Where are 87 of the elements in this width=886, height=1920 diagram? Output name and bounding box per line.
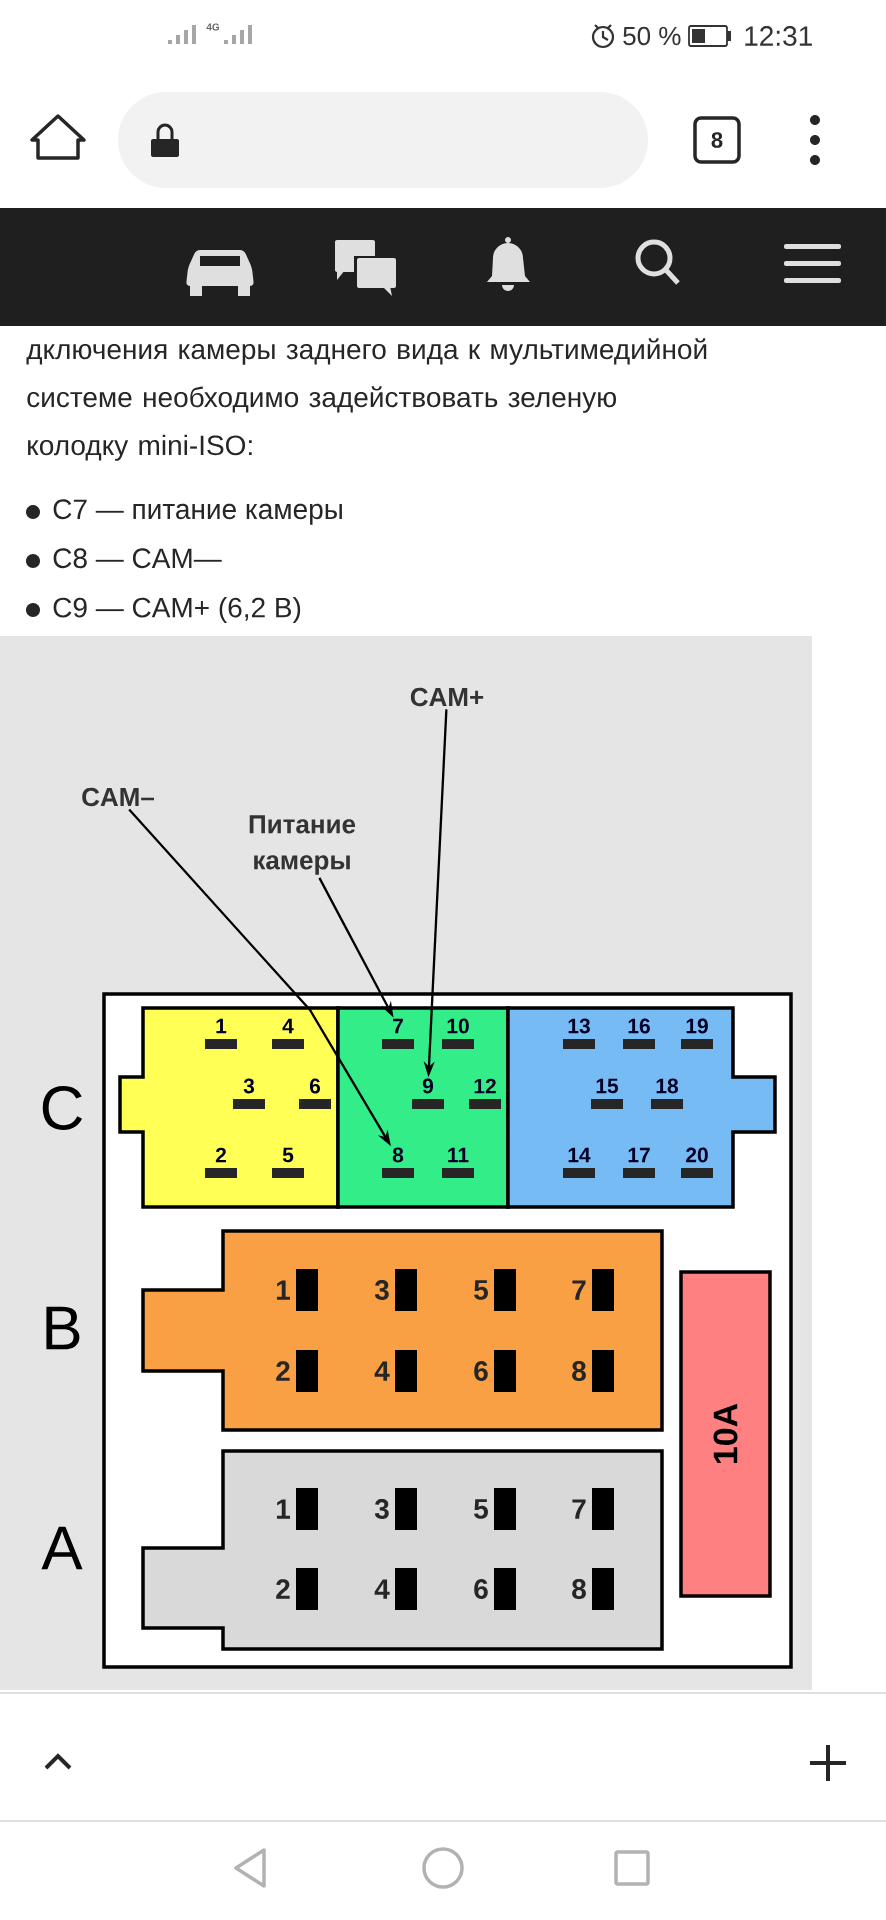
- node-label: 5: [282, 1147, 294, 1163]
- node-label: 8: [392, 1147, 404, 1163]
- pin: 20: [681, 1147, 713, 1178]
- node-label: 6: [309, 1078, 321, 1094]
- pin: 7: [572, 1269, 614, 1311]
- node-label: 11: [448, 1147, 469, 1163]
- node-label: 4: [282, 1018, 294, 1034]
- node-label: 14: [568, 1147, 591, 1163]
- pin: 6: [299, 1078, 331, 1109]
- pin: 5: [272, 1147, 304, 1178]
- status-text: 12:31: [745, 26, 812, 46]
- pin: 11: [442, 1147, 474, 1178]
- node-label: 6: [474, 1361, 488, 1381]
- node-label: 7: [572, 1280, 586, 1300]
- bullet-item: C9 — CAM+ (6,2 В): [26, 597, 301, 624]
- node-label: 1: [216, 1018, 227, 1034]
- pin: 8: [572, 1568, 614, 1610]
- node-label: 7: [572, 1499, 586, 1519]
- pin: 3: [374, 1269, 417, 1311]
- node-label: 4: [374, 1361, 390, 1381]
- callout-text: CAM–: [82, 787, 154, 807]
- node-label: 6: [474, 1579, 488, 1599]
- paragraph: дключения камеры заднего вида к мультимедийной системе необходимо задействовать зеленую колодку mini-ISO:: [26, 338, 707, 461]
- callout-text: CAM+: [410, 687, 484, 707]
- bullet-item: C7 — питание камеры: [26, 499, 342, 525]
- pin: 9: [412, 1078, 444, 1109]
- pin: 1: [276, 1269, 318, 1311]
- bullet-item: C8 — CAM—: [26, 548, 222, 569]
- row-letter: A: [41, 1526, 83, 1570]
- pin: 4: [272, 1018, 304, 1049]
- pin: 4: [374, 1568, 417, 1610]
- pin: 7: [572, 1488, 614, 1530]
- node-label: 12: [474, 1078, 496, 1094]
- pin: 14: [563, 1147, 595, 1178]
- network-type: 4G: [206, 23, 220, 31]
- tab-count-button: 8: [693, 116, 741, 164]
- pin: 12: [469, 1078, 501, 1109]
- pin: 10: [442, 1018, 474, 1049]
- pin: 1: [276, 1488, 318, 1530]
- node-label: 10: [447, 1018, 469, 1034]
- pin: 18: [651, 1078, 683, 1109]
- pin: 2: [276, 1568, 318, 1610]
- callout-text: Питание камеры: [249, 815, 356, 875]
- node-label: 1: [276, 1280, 290, 1300]
- node-label: 8: [572, 1579, 586, 1599]
- node-label: 19: [686, 1018, 708, 1034]
- node-label: 2: [276, 1579, 290, 1599]
- pin: 4: [374, 1350, 417, 1392]
- node-label: 17: [628, 1147, 650, 1163]
- node-label: 5: [474, 1499, 488, 1519]
- node-label: 4: [374, 1579, 390, 1599]
- pin: 16: [623, 1018, 655, 1049]
- node-label: 16: [628, 1018, 650, 1034]
- pin: 6: [474, 1350, 516, 1392]
- row-letter: B: [46, 1306, 80, 1350]
- pin: 5: [474, 1269, 516, 1311]
- node-label: 7: [393, 1018, 403, 1034]
- node-label: 1: [276, 1499, 290, 1519]
- node-label: 3: [374, 1280, 389, 1300]
- node-label: 2: [276, 1361, 290, 1381]
- node-label: 3: [374, 1499, 389, 1519]
- pin: 3: [374, 1488, 417, 1530]
- status-text: 50 %: [623, 26, 681, 46]
- node-label: 2: [215, 1147, 226, 1163]
- pin: 1: [205, 1018, 237, 1049]
- pin: 3: [233, 1078, 265, 1109]
- node-label: 20: [686, 1147, 708, 1163]
- pin: 15: [591, 1078, 623, 1109]
- row-letter: C: [42, 1086, 82, 1130]
- pin: 7: [382, 1018, 414, 1049]
- node-label: 15: [596, 1078, 619, 1094]
- pin: 6: [474, 1568, 516, 1610]
- fuse: 10A: [679, 1270, 772, 1598]
- node-label: 9: [422, 1078, 434, 1094]
- node-label: 5: [474, 1280, 488, 1300]
- pin: 2: [276, 1350, 318, 1392]
- pin: 13: [563, 1018, 595, 1049]
- node-label: 18: [656, 1078, 679, 1094]
- pin: 2: [205, 1147, 237, 1178]
- node-label: 13: [568, 1018, 590, 1034]
- pin: 8: [382, 1147, 414, 1178]
- pin: 5: [474, 1488, 516, 1530]
- pin: 17: [623, 1147, 655, 1178]
- pin: 8: [572, 1350, 614, 1392]
- pin: 19: [681, 1018, 713, 1049]
- node-label: 8: [572, 1361, 586, 1381]
- node-label: 3: [243, 1078, 255, 1094]
